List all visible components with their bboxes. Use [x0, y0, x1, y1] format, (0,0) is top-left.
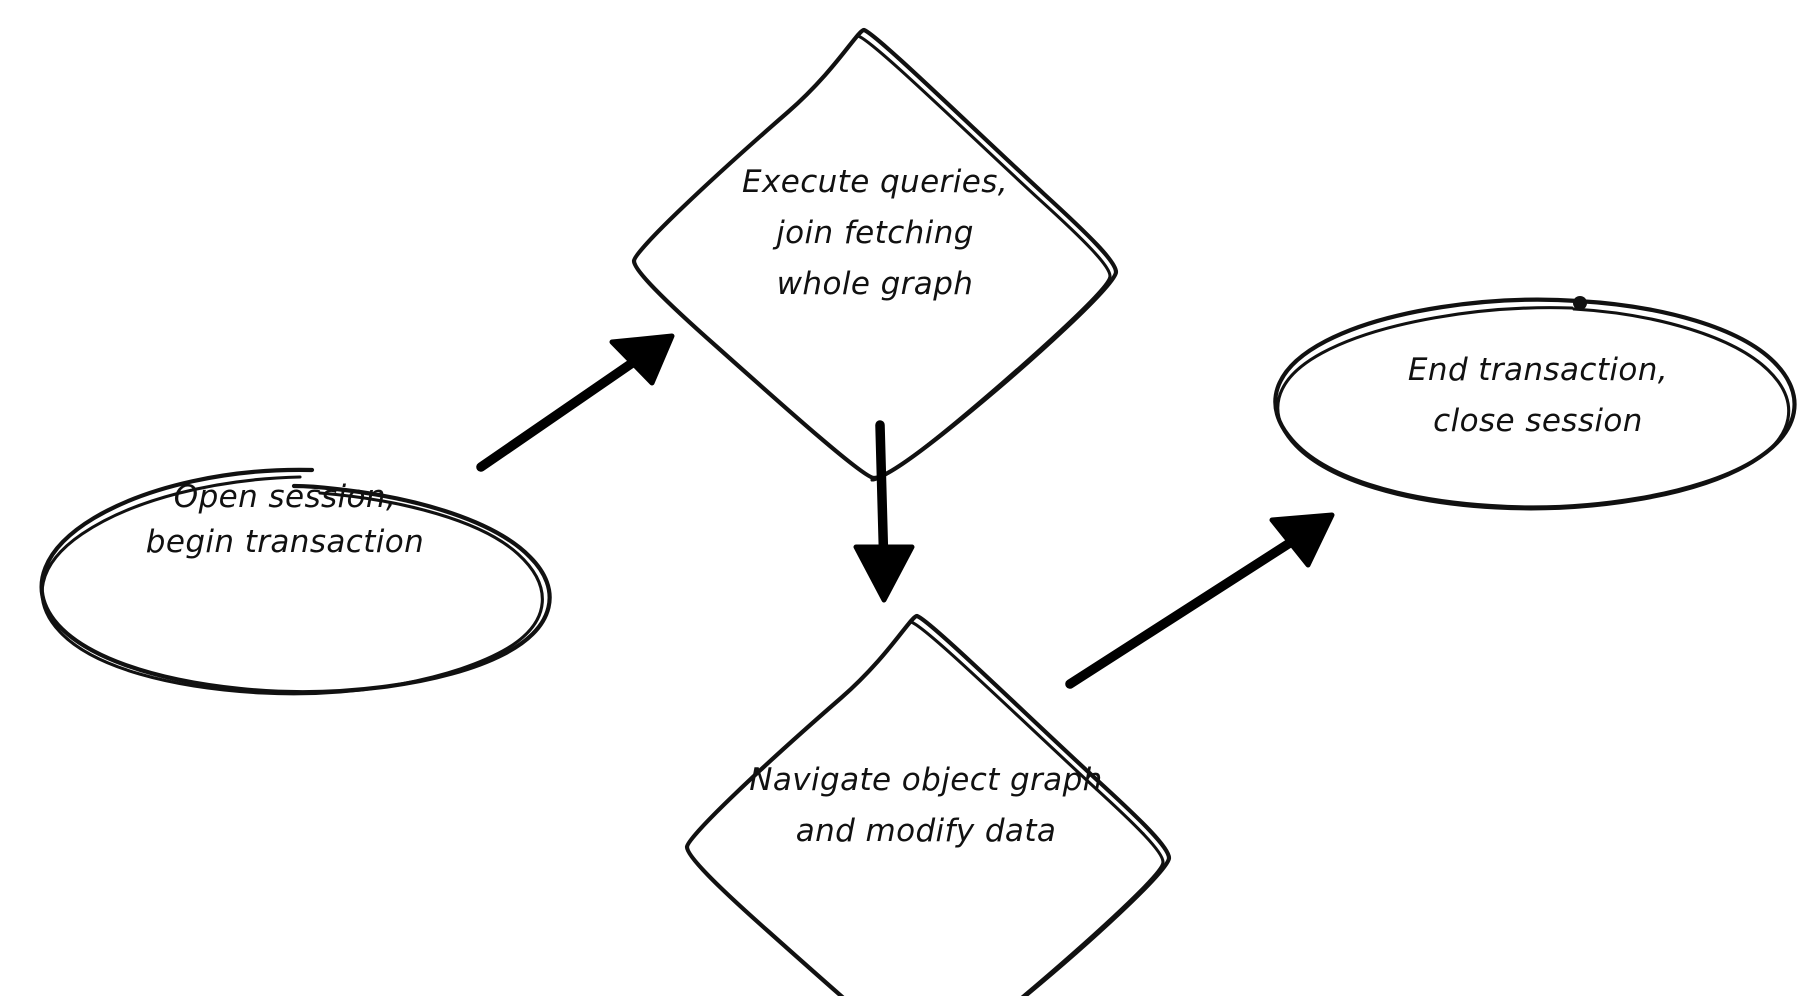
connector-open-to-execute-arrowhead: [609, 333, 675, 386]
ellipse-outline-end-transaction-second-pass: [1276, 306, 1791, 511]
connector-open-to-execute[interactable]: [476, 333, 675, 472]
node-navigate-graph-line-2: and modify data: [796, 813, 1057, 849]
connector-open-to-execute-shaft: [476, 343, 659, 472]
connector-execute-to-navigate[interactable]: [853, 420, 915, 603]
node-execute-queries[interactable]: Execute queries, join fetching whole gra…: [631, 27, 1119, 482]
node-end-transaction-line-2: close session: [1433, 403, 1643, 439]
node-open-session-line-1: Open session,: [174, 479, 396, 515]
node-open-session-line-2: begin transaction: [146, 524, 424, 560]
node-end-transaction[interactable]: End transaction, close session: [1273, 296, 1797, 511]
connector-navigate-to-end-arrowhead: [1269, 512, 1335, 568]
connector-execute-to-navigate-arrowhead: [853, 544, 915, 603]
diamond-outline-navigate-graph: [684, 613, 1172, 996]
ellipse-outline-end-transaction: [1273, 297, 1797, 510]
node-open-session[interactable]: Open session, begin transaction: [39, 467, 552, 696]
connector-navigate-to-end-shaft: [1065, 525, 1315, 689]
node-navigate-graph-line-1: Navigate object graph: [749, 762, 1102, 798]
diamond-outline-execute-queries: [631, 27, 1119, 481]
node-end-transaction-line-1: End transaction,: [1408, 352, 1668, 388]
ellipse-outline-open-session-second-pass: [40, 475, 544, 696]
node-execute-queries-line-1: Execute queries,: [742, 164, 1008, 200]
ellipse-start-dot-end-transaction: [1573, 296, 1587, 310]
diamond-outline-execute-queries-second-pass: [856, 34, 1112, 482]
node-navigate-graph[interactable]: Navigate object graph and modify data: [684, 613, 1172, 996]
diamond-outline-navigate-graph-second-pass: [909, 620, 1165, 996]
connector-navigate-to-end[interactable]: [1065, 512, 1335, 689]
node-execute-queries-line-3: whole graph: [777, 266, 974, 302]
node-execute-queries-line-2: join fetching: [772, 215, 974, 251]
